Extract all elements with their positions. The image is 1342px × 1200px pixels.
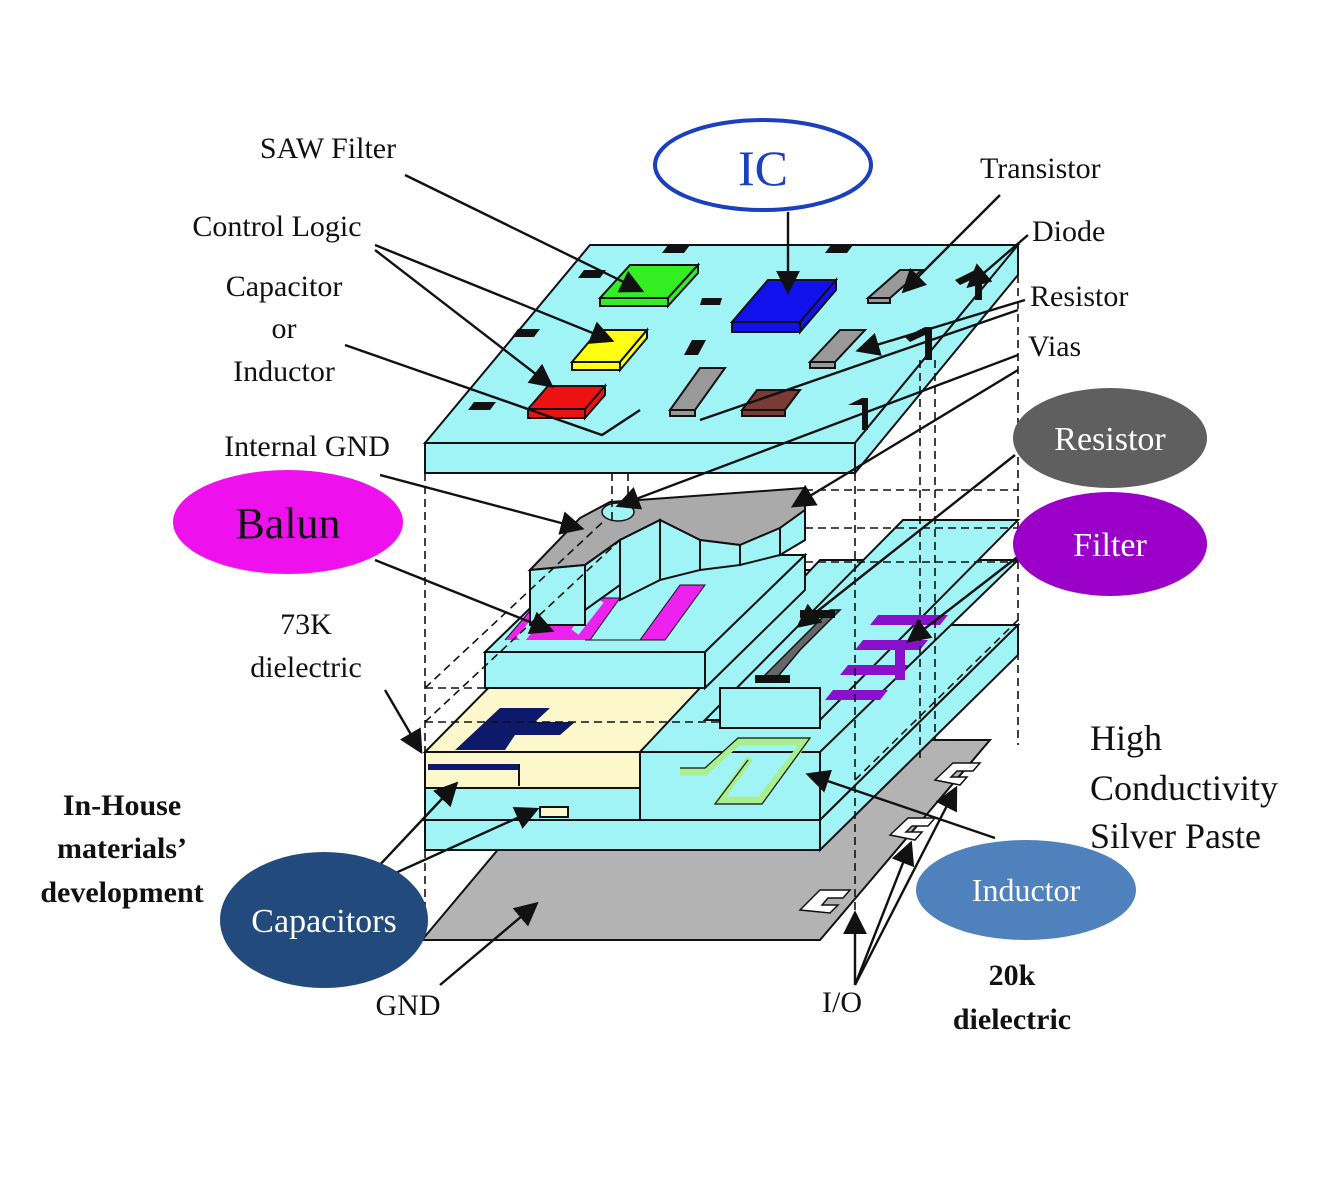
- balun-bubble: Balun: [173, 470, 403, 574]
- ic-bubble: IC: [653, 118, 873, 212]
- label-gnd: GND: [376, 989, 441, 1022]
- label-transistor: Transistor: [980, 152, 1101, 185]
- control-logic-chip: [569, 327, 650, 373]
- leader-lines: [344, 173, 1029, 986]
- ic-label: IC: [738, 140, 788, 196]
- embedded-capacitor-chip: [539, 806, 569, 818]
- label-development: development: [40, 876, 203, 909]
- inductor-bubble: Inductor: [916, 840, 1136, 940]
- grey-chip: [668, 367, 727, 417]
- projection-lines: [424, 275, 1019, 940]
- filter-resistor-layer: [702, 519, 1021, 729]
- label-vias: Vias: [1028, 330, 1081, 363]
- label-control-logic: Control Logic: [192, 210, 361, 243]
- label-silver-paste: Silver Paste: [1090, 816, 1261, 856]
- top-substrate-layer: [422, 242, 1021, 476]
- label-20k: 20k: [989, 959, 1036, 992]
- filter-bubble: Filter: [1013, 492, 1207, 596]
- capacitor-inductor-chip: [525, 383, 608, 421]
- capacitors-bubble: Capacitors: [220, 852, 428, 988]
- label-io: I/O: [822, 986, 862, 1019]
- capacitors-bubble-label: Capacitors: [251, 903, 396, 940]
- label-internal-gnd: Internal GND: [224, 430, 390, 463]
- io-pads: [798, 762, 982, 914]
- capacitor-electrode: [428, 764, 518, 770]
- label-or: or: [272, 312, 297, 345]
- inductor-bubble-label: Inductor: [972, 872, 1081, 908]
- capacitor-plate: [455, 708, 575, 750]
- filter-bubble-label: Filter: [1073, 527, 1147, 564]
- resistor-bubble: Resistor: [1013, 388, 1207, 488]
- label-in-house: In-House: [63, 789, 181, 822]
- label-resistor: Resistor: [1030, 280, 1128, 313]
- inductor-trace: [680, 738, 813, 804]
- resistor-chip: [740, 389, 802, 417]
- label-capacitor: Capacitor: [226, 270, 343, 303]
- label-73k: 73K: [280, 608, 332, 641]
- label-73k-dielectric: dielectric: [250, 651, 362, 684]
- label-20k-dielectric: dielectric: [953, 1003, 1071, 1036]
- label-materials: materials’: [57, 832, 187, 865]
- label-saw-filter: SAW Filter: [260, 132, 396, 165]
- label-diode: Diode: [1032, 215, 1105, 248]
- diode-chip: [807, 329, 868, 369]
- resistor-bubble-label: Resistor: [1054, 421, 1166, 458]
- label-high: High: [1090, 718, 1162, 758]
- ic-chip: [729, 277, 839, 335]
- label-inductor: Inductor: [233, 355, 335, 388]
- balun-layer: [482, 486, 808, 691]
- via-hole: [601, 502, 635, 522]
- balun-label: Balun: [235, 499, 340, 548]
- label-conductivity: Conductivity: [1090, 768, 1278, 808]
